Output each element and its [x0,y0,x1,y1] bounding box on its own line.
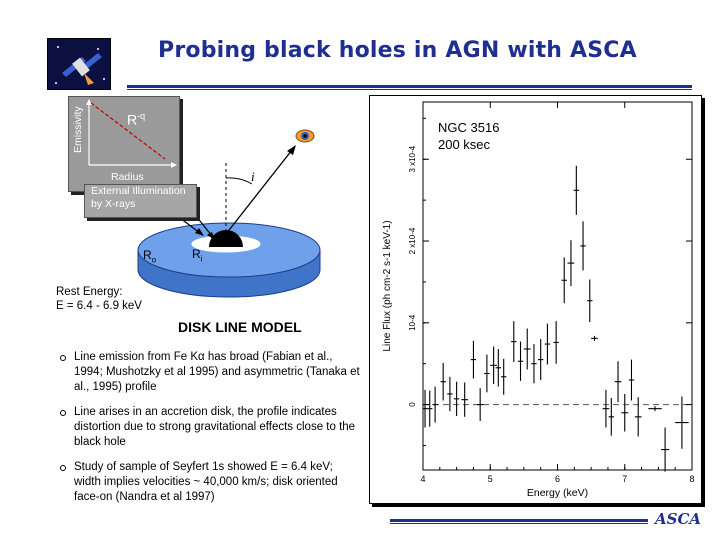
footer-logo-text: ASCA [655,510,702,528]
asca-satellite-logo [47,38,111,90]
inclination-label: i [251,169,255,184]
list-item: Line arises in an accretion disk, the pr… [60,405,360,450]
y-tick-label: 0 [408,402,417,407]
emissivity-axis-label: Emissivity [72,106,84,153]
satellite-icon [48,39,110,89]
y-axis-label: Line Flux (ph cm-2 s-1 keV-1) [382,220,393,351]
black-hole [209,230,243,247]
x-tick-label: 5 [488,474,493,484]
bullet-icon [60,410,66,416]
x-axis-label: Energy (keV) [527,487,588,499]
illumination-label-box: External Illumination by X-rays [84,184,197,218]
inclination-arc [225,177,253,185]
observer-eye-icon [295,129,315,143]
emissivity-plot [86,99,177,168]
x-tick-label: 7 [622,474,627,484]
list-item: Line emission from Fe Kα has broad (Fabi… [60,350,360,395]
line-of-sight-arrowhead [287,145,296,155]
radius-axis-label: Radius [111,171,144,183]
bullet-text: Study of sample of Seyfert 1s showed E =… [74,461,338,503]
chart-annotation-target: NGC 3516 [438,120,499,135]
illumination-line-2: by X-rays [91,198,136,210]
outer-radius-label: Ro [143,248,157,265]
bullet-icon [60,465,66,471]
y-tick-label: 10-4 [408,314,417,331]
emissivity-curve [90,102,166,160]
x-tick-label: 6 [555,474,560,484]
footer-divider-thin [390,523,648,524]
bullet-text: Line arises in an accretion disk, the pr… [74,406,356,448]
bullet-list: Line emission from Fe Kα has broad (Fabi… [60,350,360,515]
y-tick-label: 3 x10-4 [408,145,417,172]
y-axis-arrowhead [86,99,92,105]
y-tick-label: 2 x10-4 [408,227,417,254]
bullet-icon [60,355,66,361]
emissivity-law: R-q [127,111,146,128]
illumination-arrow-2 [195,215,213,237]
rest-energy-line-2: E = 6.4 - 6.9 keV [56,300,142,312]
rest-energy-line-1: Rest Energy: [56,286,123,298]
title-divider [127,85,692,88]
line-of-sight [225,149,293,235]
illumination-arrow-1 [179,217,201,234]
illumination-arrowhead-1 [195,228,204,236]
title-divider-thin [127,89,692,90]
x-axis-arrowhead [171,162,177,168]
chart-annotation-exposure: 200 ksec [438,137,491,152]
illumination-line-1: External Illumination [91,185,186,197]
bullet-text: Line emission from Fe Kα has broad (Fabi… [74,351,360,393]
footer-divider [390,519,648,522]
list-item: Study of sample of Seyfert 1s showed E =… [60,460,360,505]
illumination-arrowhead-2 [207,232,215,240]
emissivity-inset: Emissivity R-q Radius [68,96,180,192]
plot-area [422,101,693,471]
x-tick-label: 8 [689,474,694,484]
x-tick-label: 4 [420,474,425,484]
inner-radius-label: Ri [192,247,203,264]
page-title: Probing black holes in AGN with ASCA [158,38,637,63]
disk-line-model-heading: DISK LINE MODEL [178,319,302,335]
